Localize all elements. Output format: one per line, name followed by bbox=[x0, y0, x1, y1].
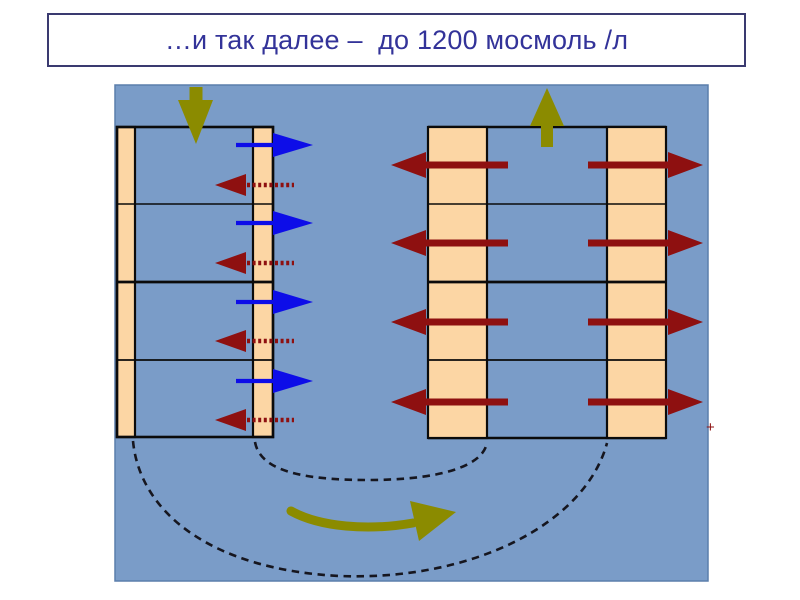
blue-arrow-head bbox=[273, 133, 313, 157]
red-arrow-right-1 bbox=[588, 152, 703, 178]
bottom-flow-curved-arrow bbox=[286, 501, 456, 541]
red-arrow-head bbox=[391, 309, 426, 335]
red-dashed-arrow-head bbox=[215, 330, 246, 352]
red-dashed-arrow-head bbox=[215, 252, 246, 274]
blue-arrow-right-1 bbox=[236, 133, 313, 157]
red-arrow-left-4 bbox=[391, 389, 508, 415]
red-arrow-left-3 bbox=[391, 309, 508, 335]
blue-arrow-right-2 bbox=[236, 211, 313, 235]
right-tube-structure bbox=[426, 125, 668, 440]
olive-flow-arrows bbox=[178, 87, 564, 541]
inflow-down-arrow bbox=[178, 87, 213, 144]
slide-title-box: …и так далее – до 1200 мосмоль /л bbox=[47, 13, 746, 67]
red-arrow-head bbox=[668, 309, 703, 335]
blue-arrow-right-4 bbox=[236, 369, 313, 393]
red-arrow-left-1 bbox=[391, 152, 508, 178]
red-dashed-arrow-left-1 bbox=[215, 174, 294, 196]
red-dashed-back-arrows bbox=[215, 174, 294, 431]
red-solute-arrows bbox=[391, 152, 703, 415]
inner-dashed-connection-path bbox=[253, 441, 489, 482]
up-arrow-head bbox=[530, 88, 564, 126]
outer-dashed-connection-path bbox=[131, 440, 609, 578]
red-arrow-right-4 bbox=[588, 389, 703, 415]
plus-annotation: + bbox=[706, 419, 715, 436]
red-dashed-arrow-left-2 bbox=[215, 252, 294, 274]
red-dashed-arrow-head bbox=[215, 409, 246, 431]
red-arrow-head bbox=[391, 230, 426, 256]
red-arrow-head bbox=[668, 389, 703, 415]
blue-arrow-head bbox=[273, 211, 313, 235]
red-arrow-head bbox=[668, 230, 703, 256]
blue-arrow-head bbox=[273, 369, 313, 393]
red-arrow-head bbox=[391, 389, 426, 415]
red-dashed-arrow-head bbox=[215, 174, 246, 196]
red-arrow-right-2 bbox=[588, 230, 703, 256]
down-arrow-shaft bbox=[189, 87, 203, 102]
red-arrow-head bbox=[668, 152, 703, 178]
blue-arrow-right-3 bbox=[236, 290, 313, 314]
outflow-up-arrow bbox=[530, 88, 564, 147]
blue-arrow-head bbox=[273, 290, 313, 314]
red-arrow-left-2 bbox=[391, 230, 508, 256]
blue-transport-arrows bbox=[236, 133, 313, 393]
left-tube-structure bbox=[115, 125, 275, 439]
up-arrow-shaft bbox=[541, 124, 553, 147]
red-arrow-right-3 bbox=[588, 309, 703, 335]
red-dashed-arrow-left-4 bbox=[215, 409, 294, 431]
slide-title: …и так далее – до 1200 мосмоль /л bbox=[164, 24, 629, 55]
curved-arrow-head bbox=[410, 501, 456, 541]
curved-arrow-shaft bbox=[286, 506, 418, 532]
red-arrow-head bbox=[391, 152, 426, 178]
red-dashed-arrow-left-3 bbox=[215, 330, 294, 352]
down-arrow-head bbox=[178, 100, 213, 144]
